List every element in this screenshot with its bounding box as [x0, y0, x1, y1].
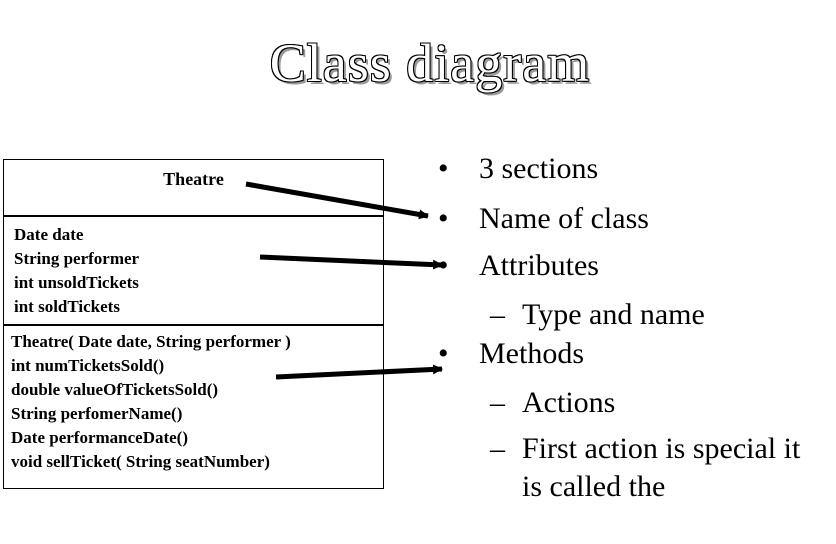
attribute-item: int unsoldTickets [14, 273, 139, 292]
sub-bullet-item: –First action is special it [490, 432, 800, 466]
arrow-attributes [259, 254, 443, 270]
sub-bullet-text: Actions [522, 386, 616, 419]
class-name-section: Theatre [4, 160, 383, 217]
methods-section: Theatre( Date date, String performer ) i… [4, 326, 383, 490]
sub-bullet-text: Type and name [522, 298, 705, 331]
attribute-item: String performer [14, 249, 140, 268]
bullet-icon: • [438, 337, 449, 370]
bullet-icon: • [438, 152, 449, 185]
sub-bullet-item: –Type and name [490, 298, 705, 332]
bullet-item: • Attributes [438, 249, 599, 283]
bullet-icon: • [438, 249, 449, 282]
dash-icon: – [490, 298, 505, 331]
bullet-text: Methods [479, 337, 584, 370]
sub-bullet-item: –Actions [490, 386, 615, 420]
bullet-text: Attributes [479, 249, 599, 282]
sub-bullet-continuation: is called the [522, 470, 666, 503]
bullet-item: • Name of class [438, 202, 649, 236]
uml-class-box: Theatre Date date String performer int u… [3, 159, 384, 489]
attributes-section: Date date String performer int unsoldTic… [4, 217, 383, 326]
method-item: int numTicketsSold() [11, 356, 165, 375]
attribute-item: int soldTickets [14, 297, 120, 316]
method-item: double valueOfTicketsSold() [11, 380, 219, 399]
slide-title: Class diagram [269, 33, 591, 93]
bullet-text: 3 sections [479, 152, 599, 185]
dash-icon: – [490, 386, 505, 419]
method-item: void sellTicket( String seatNumber) [11, 452, 270, 471]
bullet-item: • Methods [438, 337, 584, 371]
bullet-icon: • [438, 202, 449, 235]
bullet-text: Name of class [479, 202, 649, 235]
sub-bullet-text: First action is special it [522, 432, 801, 465]
arrow-name-of-class [245, 181, 429, 220]
method-item: Theatre( Date date, String performer ) [11, 332, 291, 351]
method-item: Date performanceDate() [11, 428, 188, 447]
dash-icon: – [490, 432, 505, 465]
attribute-item: Date date [14, 225, 84, 244]
arrow-methods [275, 364, 443, 380]
bullet-item: • 3 sections [438, 152, 598, 186]
method-item: String perfomerName() [11, 404, 183, 423]
class-name: Theatre [163, 169, 224, 189]
